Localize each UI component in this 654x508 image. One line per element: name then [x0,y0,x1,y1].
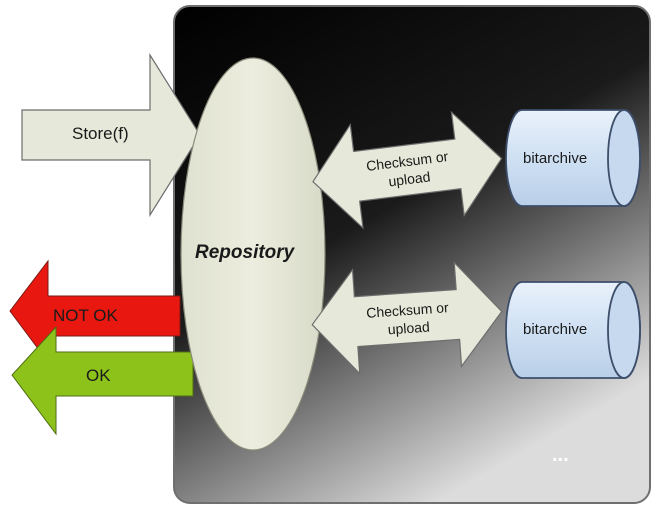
bitarchive-cylinder-bottom: bitarchive [505,281,641,379]
bitarchive-label-bottom: bitarchive [523,321,587,338]
store-arrow-label: Store(f) [72,124,129,143]
checksum-arrow-bottom-line2: upload [387,319,430,338]
not-ok-label: NOT OK [53,306,119,325]
ok-arrow: OK [11,325,194,436]
ok-label: OK [86,366,111,385]
checksum-arrow-bottom: Checksum or upload [311,261,503,376]
more-archives-ellipsis: ... [552,444,569,466]
repository: Repository [180,57,326,451]
checksum-arrow-bottom-line1: Checksum or [366,299,450,321]
not-ok-arrow-shape [9,259,181,364]
ok-arrow-shape [11,325,194,436]
repository-label: Repository [195,242,296,263]
bitarchive-cylinder-top: bitarchive [505,109,641,207]
checksum-arrow-top: Checksum or upload [312,110,503,230]
bitarchive-label-top: bitarchive [523,150,587,167]
checksum-arrow-top-line2: upload [387,168,431,189]
not-ok-arrow: NOT OK [9,259,181,364]
store-arrow: Store(f) [21,52,201,218]
